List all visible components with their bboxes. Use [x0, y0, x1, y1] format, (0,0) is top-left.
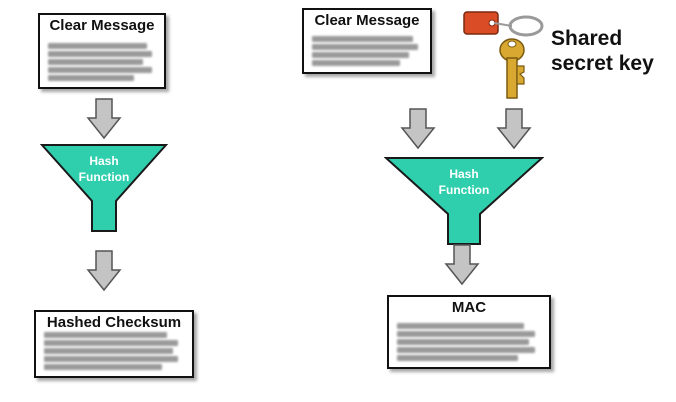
left-hash-function-funnel: Hash Function	[39, 143, 169, 233]
right-mac-box: MAC	[387, 295, 551, 369]
left-hash-function-label: Hash Function	[78, 154, 130, 184]
left-checksum-lines	[44, 330, 184, 370]
right-clear-message-title: Clear Message	[314, 12, 420, 29]
right-arrow-2-icon	[496, 108, 532, 150]
left-clear-message-title: Clear Message	[49, 17, 155, 34]
right-arrow-3-icon	[444, 244, 480, 286]
right-hash-function-funnel: Hash Function	[383, 156, 545, 246]
right-mac-lines	[397, 321, 541, 361]
left-arrow-1-icon	[86, 98, 122, 140]
right-message-lines	[312, 34, 422, 66]
left-clear-message-box: Clear Message	[38, 13, 166, 89]
left-hashed-checksum-title: Hashed Checksum	[46, 314, 182, 331]
left-message-lines	[48, 41, 156, 81]
right-clear-message-box: Clear Message	[302, 8, 432, 74]
right-hash-function-label: Hash Function	[438, 167, 490, 197]
key-icon	[463, 11, 544, 99]
left-arrow-2-icon	[86, 250, 122, 292]
shared-secret-key-label: Shared secret key	[551, 27, 654, 75]
left-hashed-checksum-box: Hashed Checksum	[34, 310, 194, 378]
right-arrow-1-icon	[400, 108, 436, 150]
right-mac-title: MAC	[451, 299, 487, 316]
